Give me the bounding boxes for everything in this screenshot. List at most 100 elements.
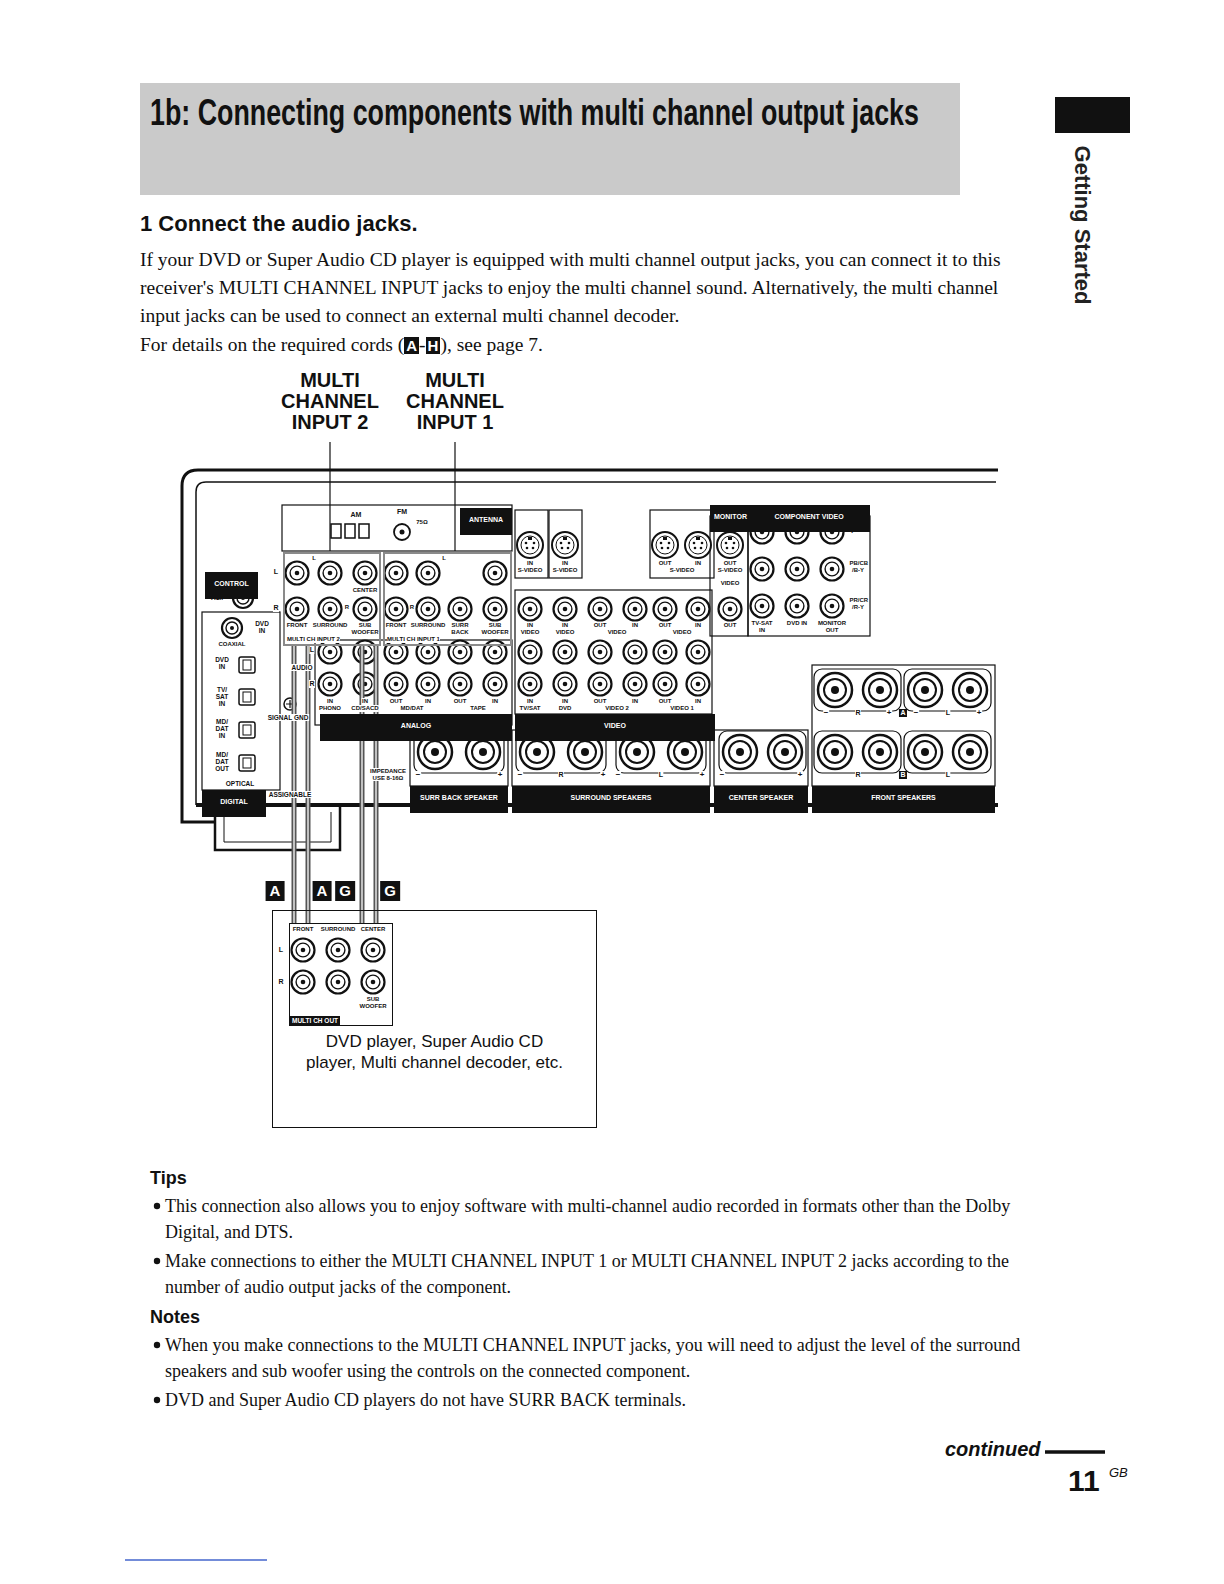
jack-label: IN bbox=[562, 698, 569, 705]
rca-jack-pin bbox=[328, 682, 333, 687]
rca-jack bbox=[624, 598, 647, 621]
section-band: ANALOG bbox=[320, 714, 512, 741]
node-label: MULTI CH INPUT 2 bbox=[287, 636, 340, 643]
rca-jack-pin bbox=[230, 626, 234, 630]
jack-label: − bbox=[823, 709, 829, 718]
node-label: CONTROL bbox=[214, 578, 249, 589]
label-anchor: + bbox=[797, 771, 803, 780]
rca-jack-ring bbox=[691, 677, 705, 691]
jack-label: S-VIDEO bbox=[717, 567, 743, 574]
rca-jack bbox=[719, 598, 742, 621]
jack-label: − bbox=[615, 771, 621, 780]
rca-jack-pin bbox=[394, 607, 399, 612]
label-anchor: MD/DAT bbox=[400, 705, 424, 712]
label-anchor: + bbox=[699, 771, 705, 780]
rca-jack-ring bbox=[366, 943, 380, 957]
section-band: ANTENNA bbox=[460, 508, 512, 535]
rca-jack-ring bbox=[628, 677, 642, 691]
node-label: COMPONENT VIDEO bbox=[774, 511, 843, 522]
audio-cable bbox=[374, 646, 379, 923]
rca-jack-pin bbox=[493, 607, 498, 612]
body-text: For details on the required cords ( bbox=[140, 334, 404, 355]
jack-label: FRONT bbox=[286, 622, 308, 629]
node-label: CENTER SPEAKER bbox=[729, 792, 794, 803]
label-anchor: + bbox=[497, 771, 503, 780]
label-anchor: WOOFER bbox=[359, 1003, 387, 1010]
rca-jack-ring bbox=[421, 602, 435, 616]
speaker-terminal bbox=[818, 673, 852, 707]
label-anchor: IN bbox=[562, 560, 569, 567]
rca-jack bbox=[354, 562, 377, 585]
panel-frame bbox=[202, 612, 280, 790]
label-anchor: B bbox=[899, 771, 907, 779]
speaker-terminal-ring bbox=[626, 741, 648, 763]
body-text: ), see page 7. bbox=[440, 334, 542, 355]
rca-jack bbox=[687, 673, 710, 696]
jack-label: SURR bbox=[451, 622, 469, 629]
jack-label: FRONT bbox=[385, 622, 407, 629]
rca-jack-pin bbox=[598, 607, 603, 612]
jack-label: SUB bbox=[358, 622, 372, 629]
rca-jack-pin bbox=[328, 607, 333, 612]
jack-label: SURROUND bbox=[320, 926, 356, 933]
panel-frame bbox=[315, 640, 512, 725]
rca-jack bbox=[417, 673, 440, 696]
rca-jack-pin bbox=[336, 948, 341, 953]
marker-letter: A bbox=[899, 709, 907, 717]
jack-label: R bbox=[344, 604, 349, 611]
label-anchor: MULTI CHANNEL INPUT 1 bbox=[395, 370, 515, 433]
label-anchor: OPTICAL bbox=[225, 780, 255, 787]
section-band: FRONT SPEAKERS bbox=[812, 786, 995, 813]
rca-jack-pin bbox=[394, 650, 399, 655]
rca-jack bbox=[554, 598, 577, 621]
s-video-pin bbox=[526, 547, 529, 550]
node-label: ANTENNA bbox=[469, 514, 503, 525]
optical-port bbox=[239, 689, 255, 705]
fm-jack bbox=[394, 524, 410, 540]
label-anchor: SUB bbox=[488, 622, 502, 629]
s-video-pin bbox=[660, 542, 663, 545]
label-anchor: R bbox=[558, 771, 564, 779]
rca-jack-ring bbox=[290, 566, 304, 580]
s-video-jack-ring bbox=[521, 536, 539, 554]
s-video-jack-ring bbox=[656, 536, 674, 554]
jack-label: COAXIAL bbox=[218, 641, 246, 648]
body-text: If your DVD or Super Audio CD player is … bbox=[140, 246, 1040, 330]
s-video-jack bbox=[517, 532, 543, 558]
rca-jack-pin bbox=[458, 682, 463, 687]
continued-mark: continued bbox=[945, 1438, 1041, 1461]
label-anchor: MD/ DAT IN bbox=[212, 718, 232, 739]
rca-jack-ring bbox=[296, 975, 310, 989]
rca-jack-pin bbox=[295, 607, 300, 612]
label-anchor: AM bbox=[350, 511, 362, 519]
rca-jack-pin bbox=[363, 607, 368, 612]
label-anchor: IN bbox=[695, 560, 702, 567]
rca-jack bbox=[362, 971, 385, 994]
rca-jack bbox=[589, 598, 612, 621]
jack-label: MD/ DAT OUT bbox=[212, 751, 232, 772]
rca-jack bbox=[751, 595, 774, 618]
rca-jack-pin bbox=[696, 607, 701, 612]
label-anchor: + bbox=[976, 709, 982, 718]
rca-jack bbox=[286, 562, 309, 585]
speaker-terminal-ring bbox=[824, 679, 846, 701]
section-tab bbox=[1055, 97, 1130, 133]
rca-jack-pin bbox=[363, 571, 368, 576]
node-label: SURROUND SPEAKERS bbox=[571, 792, 652, 803]
label-anchor: IN bbox=[695, 698, 702, 705]
optical-port bbox=[239, 722, 255, 738]
rca-jack-pin bbox=[633, 607, 638, 612]
page-title: 1b: Connecting components with multi cha… bbox=[150, 90, 970, 136]
section-band: CENTER SPEAKER bbox=[714, 786, 808, 813]
rca-jack-ring bbox=[366, 975, 380, 989]
rca-jack bbox=[484, 562, 507, 585]
s-video-pin bbox=[668, 542, 671, 545]
rca-jack-ring bbox=[358, 602, 372, 616]
section-band: DIGITAL bbox=[202, 790, 266, 817]
cord-letter: H bbox=[426, 337, 441, 354]
rca-jack bbox=[449, 641, 472, 664]
rca-jack-ring bbox=[226, 622, 238, 634]
rca-jack-pin bbox=[795, 604, 800, 609]
label-anchor: OUT bbox=[389, 698, 403, 705]
